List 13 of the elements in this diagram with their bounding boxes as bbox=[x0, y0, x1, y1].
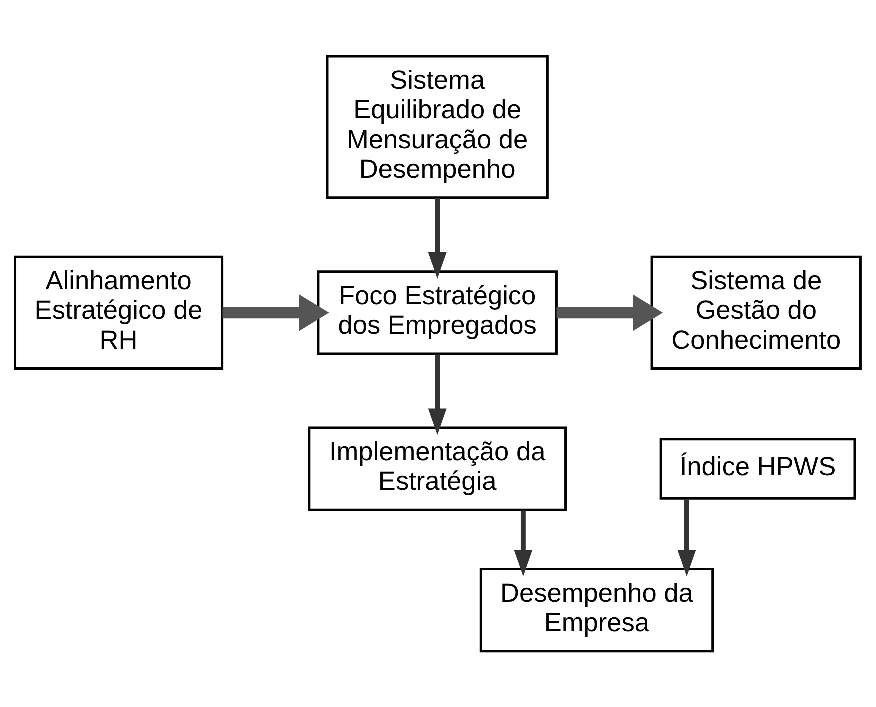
node-box: Implementação da Estratégia bbox=[308, 426, 567, 511]
arrow bbox=[556, 294, 664, 331]
arrow bbox=[514, 510, 533, 576]
arrow bbox=[678, 498, 696, 576]
node-box: Sistema de Gestão do Conhecimento bbox=[650, 255, 862, 370]
node-box: Índice HPWS bbox=[660, 438, 856, 500]
arrow bbox=[222, 294, 330, 331]
node-box: Sistema Equilibrado de Mensuração de Desempenho bbox=[326, 54, 549, 199]
arrow bbox=[428, 197, 447, 278]
node-box: Desempenho da Empresa bbox=[480, 568, 714, 652]
node-box: Alinhamento Estratégico de RH bbox=[14, 255, 224, 370]
node-box: Foco Estratégico dos Empregados bbox=[317, 270, 558, 355]
arrow bbox=[428, 354, 447, 435]
